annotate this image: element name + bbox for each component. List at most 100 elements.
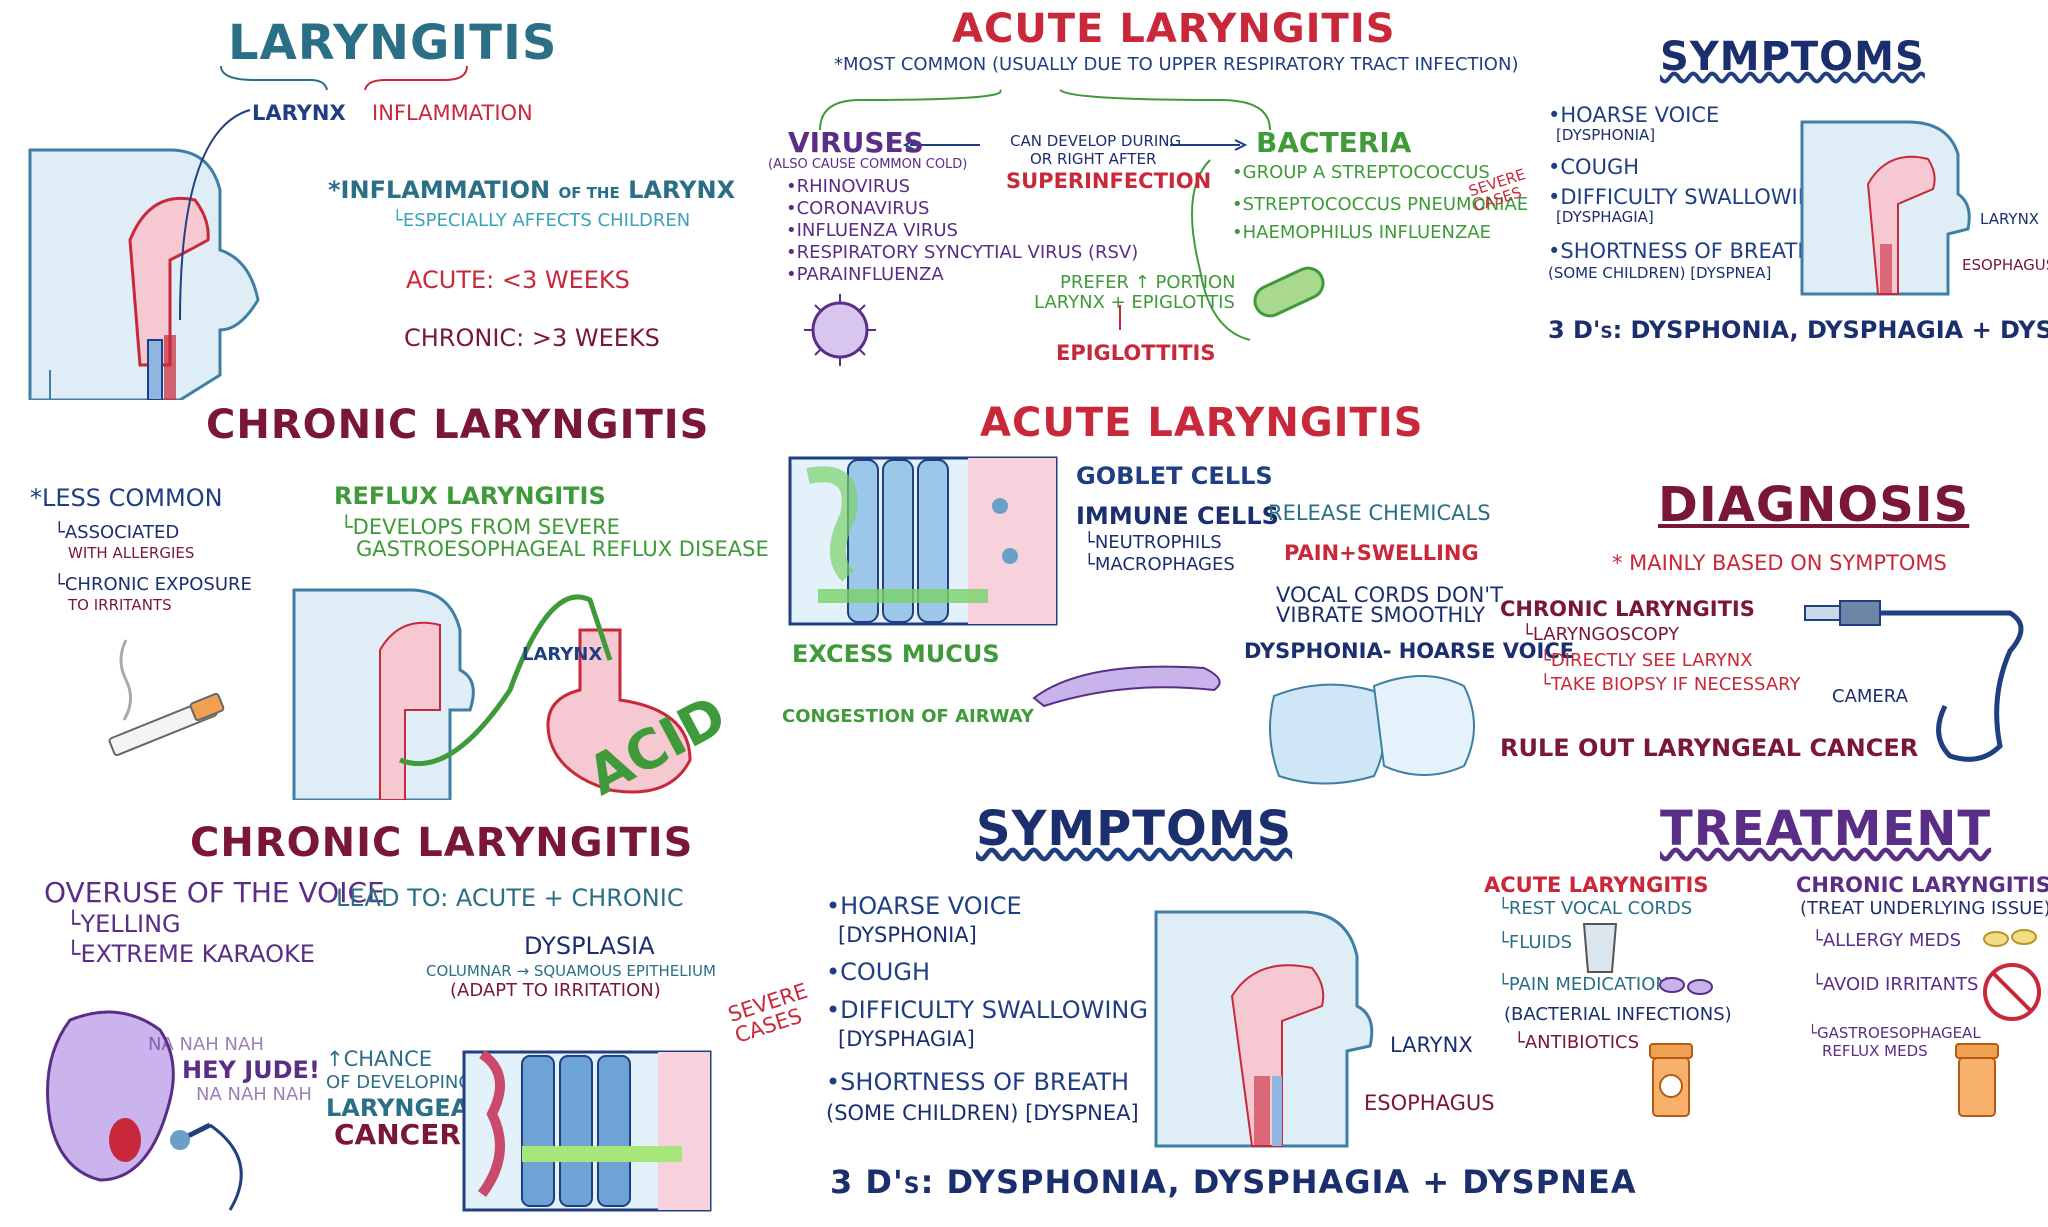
treat-antibiotics: └ANTIBIOTICS	[1514, 1032, 1640, 1053]
columnar: COLUMNAR → SQUAMOUS EPITHELIUM	[426, 962, 716, 980]
vocal-cord-icon	[1032, 665, 1221, 708]
diag-biopsy: └TAKE BIOPSY IF NECESSARY	[1540, 674, 1801, 695]
acute-duration: ACUTE: <3 WEEKS	[406, 266, 630, 294]
sym-top-4: •DIFFICULTY SWALLOWING	[1548, 185, 1830, 209]
head-profile-bottom-illustration	[1154, 910, 1374, 1148]
singing-person-illustration	[46, 1010, 243, 1211]
rule-out: RULE OUT LARYNGEAL CANCER	[1500, 734, 1919, 762]
bacteria-heading: BACTERIA	[1256, 126, 1412, 159]
neutrophils: └NEUTROPHILS	[1084, 532, 1222, 553]
treat-chronic: CHRONIC LARYNGITIS	[1796, 873, 2048, 897]
dysplasia-illustration	[462, 1049, 712, 1212]
diagnosis-note: * MAINLY BASED ON SYMPTOMS	[1612, 551, 1947, 575]
head-profile-small-illustration	[1800, 120, 1971, 296]
sym-bot-esophagus: ESOPHAGUS	[1364, 1091, 1495, 1115]
chronic-exposure-1: └CHRONIC EXPOSURE	[54, 574, 252, 595]
gerd-bottle-icon	[1955, 1043, 1999, 1117]
excess-mucus: EXCESS MUCUS	[792, 640, 1000, 668]
pain-swelling: PAIN+SWELLING	[1284, 541, 1479, 565]
reflux-illustration	[292, 588, 692, 800]
virus-3: •INFLUENZA VIRUS	[786, 220, 958, 241]
immune-cells: IMMUNE CELLS	[1076, 502, 1279, 530]
laryngitis-title: LARYNGITIS	[228, 15, 558, 71]
sym-top-3: •COUGH	[1548, 155, 1640, 179]
symptoms-top-title: SYMPTOMS	[1660, 34, 1925, 80]
three-ds-bottom: 3 D's: DYSPHONIA, DYSPHAGIA + DYSPNEA	[830, 1163, 1637, 1201]
karaoke: └EXTREME KARAOKE	[66, 940, 315, 968]
allergy-pills-icon	[1983, 929, 2037, 947]
overuse: OVERUSE OF THE VOICE	[44, 876, 385, 909]
viruses-heading: VIRUSES	[788, 126, 924, 159]
dysplasia: DYSPLASIA	[524, 932, 655, 960]
superinfection: SUPERINFECTION	[1006, 169, 1212, 193]
epithelium-illustration	[788, 456, 1058, 626]
goblet-cells: GOBLET CELLS	[1076, 462, 1273, 490]
treat-allergy: └ALLERGY MEDS	[1812, 930, 1962, 951]
singing-line-3: NA NAH NAH	[196, 1084, 312, 1105]
singing-line-2: HEY JUDE!	[182, 1056, 320, 1084]
bacterium-icon	[1253, 266, 1325, 318]
treat-bacterial: (BACTERIAL INFECTIONS)	[1504, 1004, 1732, 1025]
sym-bot-6: •SHORTNESS OF BREATH	[826, 1068, 1130, 1096]
reflux-sub-1: └DEVELOPS FROM SEVERE	[340, 515, 620, 539]
virus-2: •CORONAVIRUS	[786, 198, 930, 219]
sym-bot-3: •COUGH	[826, 958, 931, 986]
lead-to: LEAD TO: ACUTE + CHRONIC	[336, 884, 684, 912]
associated-1: └ASSOCIATED	[54, 522, 180, 543]
virus-1: •RHINOVIRUS	[786, 176, 911, 197]
definition-sub: └ESPECIALLY AFFECTS CHILDREN	[392, 210, 691, 231]
treat-underlying: (TREAT UNDERLYING ISSUE)	[1800, 898, 2048, 919]
symptoms-bottom-title: SYMPTOMS	[976, 801, 1293, 857]
treat-gerd-2: REFLUX MEDS	[1822, 1042, 1928, 1060]
chance-1: ↑CHANCE	[326, 1047, 433, 1071]
virus-4: •RESPIRATORY SYNCYTIAL VIRUS (RSV)	[786, 242, 1139, 263]
laryngoscope-icon	[1804, 600, 2024, 762]
treat-pain: └PAIN MEDICATION	[1498, 974, 1669, 995]
release-chemicals: RELEASE CHEMICALS	[1268, 501, 1491, 525]
bacteria-3: •HAEMOPHILUS INFLUENZAE	[1232, 222, 1491, 243]
sym-bot-1: •HOARSE VOICE	[826, 892, 1022, 920]
sym-bot-4: •DIFFICULTY SWALLOWING	[826, 996, 1148, 1024]
vocal-cords-1: VOCAL CORDS DON'T	[1276, 583, 1503, 607]
prefer-portion: PREFER ↑ PORTION	[1060, 272, 1236, 293]
sym-top-1: •HOARSE VOICE	[1548, 103, 1720, 127]
virus-icon	[804, 294, 876, 366]
chance-2: OF DEVELOPING	[326, 1072, 473, 1093]
acute-mid-title: ACUTE LARYNGITIS	[980, 400, 1424, 446]
inflammation-label: INFLAMMATION	[372, 101, 533, 125]
chronic-bottom-title: CHRONIC LARYNGITIS	[190, 820, 694, 866]
yelling: └YELLING	[66, 910, 181, 938]
macrophages: └MACROPHAGES	[1084, 554, 1235, 575]
sym-top-6: •SHORTNESS OF BREATH	[1548, 239, 1814, 263]
definition-title: *INFLAMMATION OF THE LARYNX	[328, 176, 736, 204]
reflux-laryngitis: REFLUX LARYNGITIS	[334, 482, 606, 510]
treatment-title: TREATMENT	[1660, 801, 1992, 857]
reflux-sub-2: GASTROESOPHAGEAL REFLUX DISEASE	[356, 537, 769, 561]
sym-bot-2: [DYSPHONIA]	[838, 923, 977, 947]
sym-top-2: [DYSPHONIA]	[1556, 126, 1656, 144]
singing-line-1: NA NAH NAH	[148, 1034, 264, 1055]
antibiotic-bottle-icon	[1649, 1043, 1693, 1117]
can-develop: CAN DEVELOP DURING	[1010, 132, 1182, 150]
sym-top-esophagus: ESOPHAGUS	[1962, 256, 2048, 274]
bacteria-1: •GROUP A STREPTOCOCCUS	[1232, 162, 1490, 183]
chronic-duration: CHRONIC: >3 WEEKS	[404, 324, 660, 352]
epiglottitis: EPIGLOTTITIS	[1056, 341, 1216, 365]
associated-2: WITH ALLERGIES	[68, 544, 195, 562]
reflux-larynx-label: LARYNX	[522, 644, 603, 665]
sym-top-5: [DYSPHAGIA]	[1556, 208, 1654, 226]
virus-5: •PARAINFLUENZA	[786, 264, 944, 285]
vocal-cords-2: VIBRATE SMOOTHLY	[1276, 603, 1486, 627]
diagnosis-title: DIAGNOSIS	[1658, 477, 1970, 533]
congestion-airway: CONGESTION OF AIRWAY	[782, 706, 1034, 727]
treat-acute: ACUTE LARYNGITIS	[1484, 873, 1709, 897]
chronic-exposure-2: TO IRRITANTS	[68, 596, 172, 614]
or-right-after: OR RIGHT AFTER	[1030, 150, 1157, 168]
larynx-label: LARYNX	[252, 101, 346, 125]
treat-rest: └REST VOCAL CORDS	[1498, 898, 1693, 919]
chronic-title: CHRONIC LARYNGITIS	[206, 402, 710, 448]
chance-3: LARYNGEAL	[326, 1094, 485, 1122]
pillows-icon	[1269, 675, 1475, 785]
pills-icon	[1659, 977, 1713, 995]
dysphonia-hoarse: DYSPHONIA- HOARSE VOICE	[1244, 639, 1575, 663]
